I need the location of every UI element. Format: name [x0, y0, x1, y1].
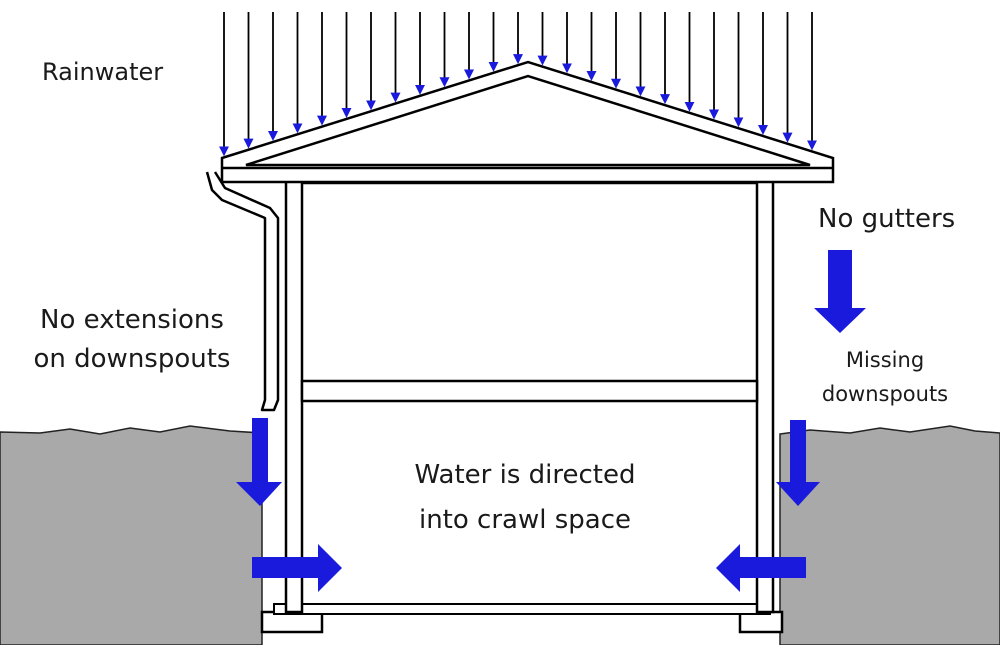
rain-lines	[219, 12, 817, 157]
floor-upper	[300, 379, 759, 403]
label-no-extensions-line1: No extensions	[40, 305, 224, 335]
floor-slab	[273, 603, 771, 615]
arrow-into-crawl-left	[252, 544, 342, 592]
label-no-extensions: No extensions on downspouts	[22, 305, 242, 375]
gutter-downspout	[205, 171, 280, 412]
ground-left	[0, 425, 263, 645]
label-water-directed-line1: Water is directed	[414, 460, 636, 490]
label-no-gutters: No gutters	[818, 204, 956, 234]
arrow-down-gutters	[814, 250, 866, 333]
label-water-directed: Water is directed into crawl space	[380, 460, 670, 536]
wall-right	[755, 178, 775, 614]
label-missing-downspouts-line2: downspouts	[821, 382, 949, 407]
arrow-into-crawl-right	[716, 544, 806, 592]
wall-left	[284, 178, 304, 614]
ground-right	[779, 425, 1000, 645]
roof-inner	[245, 74, 811, 167]
label-no-extensions-line2: on downspouts	[33, 344, 231, 375]
arrow-down-left-downspout	[236, 418, 282, 506]
label-water-directed-line2: into crawl space	[418, 505, 631, 536]
arrow-down-right-wall	[776, 420, 820, 506]
label-rainwater: Rainwater	[42, 58, 164, 86]
label-missing-downspouts: Missing downspouts	[810, 348, 960, 407]
label-missing-downspouts-line1: Missing	[845, 348, 925, 372]
